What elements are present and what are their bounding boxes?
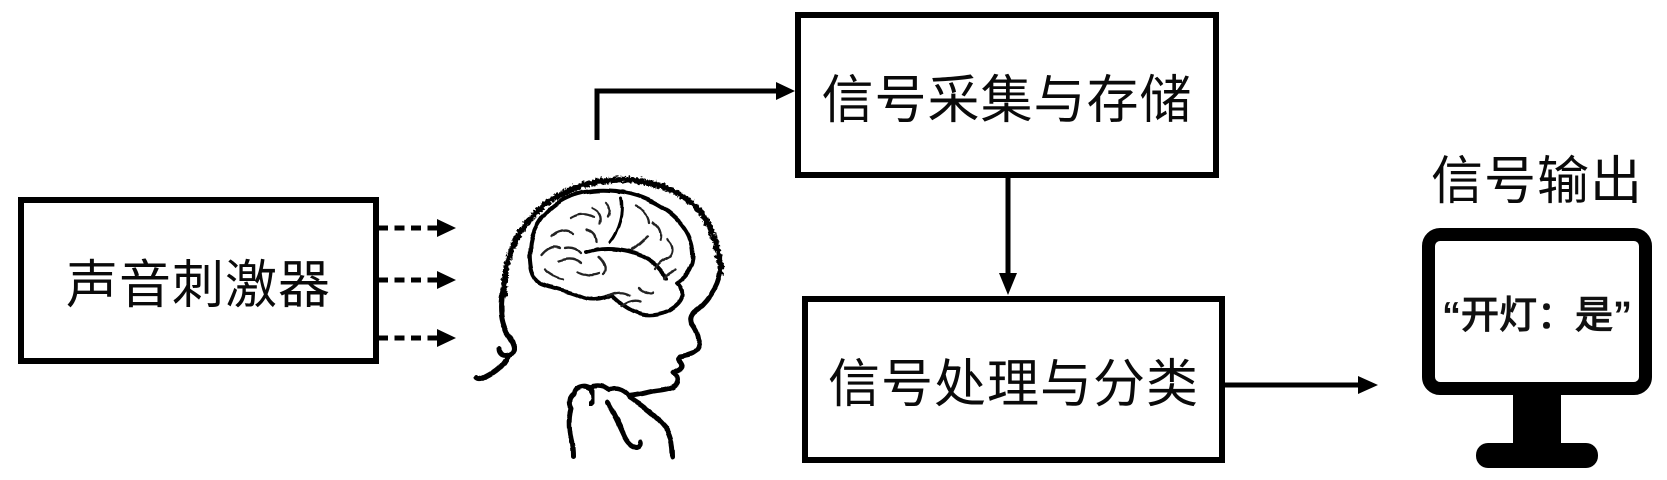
thumb-line xyxy=(587,388,597,407)
fist-outline xyxy=(566,383,632,459)
node-signal-processing-classification-label: 信号处理与分类 xyxy=(827,357,1199,414)
brain-lateral-fissure xyxy=(584,246,668,280)
face-profile-line xyxy=(626,269,723,399)
stimulus-dashed-arrow-3 xyxy=(378,329,456,347)
back-of-head-line xyxy=(496,287,517,358)
stimulus-dashed-arrow-1 xyxy=(378,219,456,237)
node-sound-stimulator-label: 声音刺激器 xyxy=(65,258,331,315)
monitor-screen-text: “开灯：是” xyxy=(1441,295,1632,337)
forearm-line xyxy=(627,395,676,460)
monitor-stand-neck xyxy=(1513,391,1561,445)
brain-central-sulcus xyxy=(608,196,624,244)
hair-outline xyxy=(499,175,723,297)
brain-sulci-squiggles xyxy=(539,200,678,308)
thinking-head-with-brain-icon xyxy=(473,175,723,460)
acquisition-to-processing-arrow xyxy=(999,178,1017,295)
node-signal-acquisition-storage-label: 信号采集与存储 xyxy=(821,72,1193,130)
monitor-stand-base xyxy=(1476,443,1598,468)
node-sound-stimulator: 声音刺激器 xyxy=(18,197,379,364)
node-signal-processing-classification: 信号处理与分类 xyxy=(802,296,1225,463)
node-signal-acquisition-storage: 信号采集与存储 xyxy=(795,12,1219,178)
head-to-acquisition-arrow xyxy=(594,82,795,140)
neck-line xyxy=(473,353,511,382)
stimulus-dashed-arrow-2 xyxy=(378,271,456,289)
computer-monitor-icon: “开灯：是” xyxy=(1422,228,1652,395)
finger-line xyxy=(605,400,644,450)
signal-output-label: 信号输出 xyxy=(1430,153,1643,211)
brain-outline xyxy=(527,188,696,317)
processing-to-output-arrow xyxy=(1224,376,1378,394)
